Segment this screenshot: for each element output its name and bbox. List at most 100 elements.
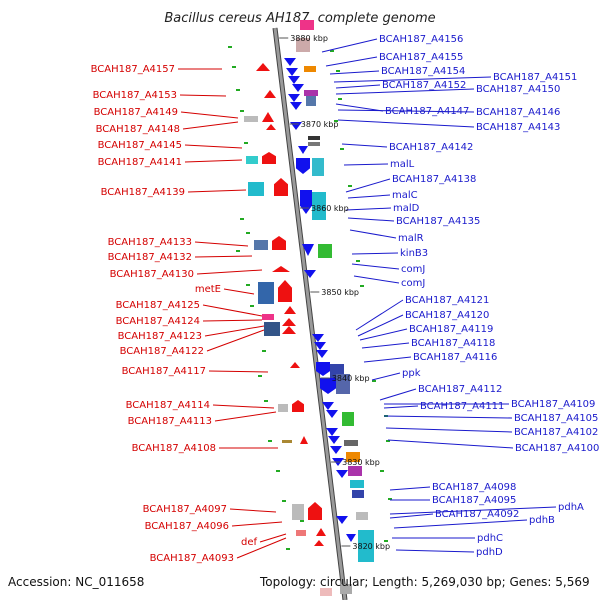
reverse-gene-arrow (288, 94, 300, 102)
gene-block (258, 282, 274, 304)
gene-block (282, 440, 292, 443)
backbone-line (273, 27, 347, 600)
reverse-gene-arrow (284, 58, 296, 66)
right-gene-label: BCAH187_A4120 (405, 310, 489, 321)
right-gene-label: BCAH187_A4098 (432, 482, 516, 493)
reverse-gene-arrow (292, 84, 304, 92)
left-leader-line (184, 144, 243, 149)
right-gene-label: kinB3 (400, 248, 428, 259)
right-leader-line (321, 38, 378, 53)
right-leader-line (359, 328, 408, 341)
gene-block (320, 588, 332, 596)
left-leader-line (259, 533, 287, 543)
reverse-gene (320, 378, 336, 394)
forward-gene (262, 152, 276, 164)
gene-marker (372, 380, 376, 382)
left-leader-line (229, 508, 277, 513)
gene-marker (276, 470, 280, 472)
right-leader-line (351, 252, 399, 255)
gene-block (254, 240, 268, 250)
left-leader-line (179, 94, 227, 97)
right-leader-line (347, 217, 395, 222)
left-leader-line (180, 111, 239, 119)
right-leader-line (337, 119, 475, 128)
gene-marker (300, 520, 304, 522)
gene-marker (360, 285, 364, 287)
left-leader-line (206, 329, 265, 352)
gene-marker (348, 185, 352, 187)
accession-text: Accession: NC_011658 (8, 575, 144, 589)
right-leader-line (363, 356, 412, 363)
right-gene-labels: BCAH187_A4156BCAH187_A4155BCAH187_A4154B… (379, 34, 599, 558)
left-gene-label: BCAH187_A4145 (98, 140, 182, 151)
gene-block (348, 466, 362, 476)
right-gene-label: BCAH187_A4092 (435, 509, 519, 520)
left-gene-label: BCAH187_A4133 (108, 237, 192, 248)
label-leader-lines (178, 38, 557, 559)
right-leader-line (351, 263, 400, 270)
left-leader-line (208, 370, 269, 373)
reverse-gene-arrow (326, 410, 338, 418)
left-gene-label: def (241, 537, 258, 548)
right-gene-label: pdhC (477, 533, 503, 544)
gene-marker (246, 232, 250, 234)
gene-block (312, 158, 324, 176)
left-leader-line (236, 537, 287, 559)
forward-gene-arrow (266, 124, 276, 130)
right-leader-line (371, 372, 401, 381)
left-leader-line (187, 189, 247, 193)
left-leader-line (214, 411, 277, 422)
gene-marker (240, 110, 244, 112)
gene-block (248, 182, 264, 196)
left-gene-label: BCAH187_A4108 (132, 443, 216, 454)
right-leader-line (389, 506, 557, 515)
forward-gene (292, 400, 304, 412)
left-gene-label: BCAH187_A4153 (93, 90, 177, 101)
reverse-gene-arrow (304, 270, 316, 278)
forward-gene-arrow (300, 436, 308, 444)
right-leader-line (349, 229, 397, 239)
right-leader-line (389, 486, 431, 491)
right-gene-label: BCAH187_A4143 (476, 122, 560, 133)
gene-marker (250, 305, 254, 307)
reverse-gene-arrow (330, 446, 342, 454)
gene-block (350, 480, 364, 488)
map-title: Bacillus cereus AH187, complete genome (164, 11, 435, 26)
reverse-gene-arrow (314, 342, 326, 350)
left-gene-label: BCAH187_A4148 (96, 124, 180, 135)
gene-block (356, 512, 368, 520)
gene-block (308, 136, 320, 140)
gene-marker (388, 498, 392, 500)
left-leader-line (212, 404, 275, 409)
gene-marker (232, 66, 236, 68)
right-gene-label: BCAH187_A4147 (385, 106, 469, 117)
reverse-gene-arrow (328, 436, 340, 444)
left-gene-label: BCAH187_A4117 (122, 366, 206, 377)
right-gene-label: BCAH187_A4100 (515, 443, 599, 454)
gene-block (312, 192, 326, 220)
right-leader-line (389, 513, 434, 519)
right-leader-line (329, 70, 380, 75)
gene-marker (282, 500, 286, 502)
left-gene-labels: BCAH187_A4157BCAH187_A4153BCAH187_A4149B… (91, 64, 258, 564)
gene-marker (236, 89, 240, 91)
gene-block (264, 322, 280, 336)
right-leader-line (357, 314, 404, 337)
forward-gene-arrow (284, 306, 296, 314)
forward-gene (274, 178, 288, 196)
reverse-gene-arrow (322, 402, 334, 410)
gene-block (296, 530, 306, 536)
right-leader-line (335, 103, 384, 112)
gene-marker (338, 98, 342, 100)
reverse-gene-arrow (302, 244, 314, 256)
right-gene-label: BCAH187_A4111 (420, 401, 504, 412)
right-leader-line (335, 88, 475, 95)
right-gene-label: ppk (402, 368, 421, 379)
gene-marker (334, 120, 338, 122)
right-leader-line (345, 207, 392, 211)
reverse-gene-arrow (290, 102, 302, 110)
right-leader-line (343, 163, 389, 166)
left-gene-label: BCAH187_A4141 (98, 157, 182, 168)
left-gene-label: BCAH187_A4097 (143, 504, 227, 515)
gene-block (304, 90, 318, 96)
